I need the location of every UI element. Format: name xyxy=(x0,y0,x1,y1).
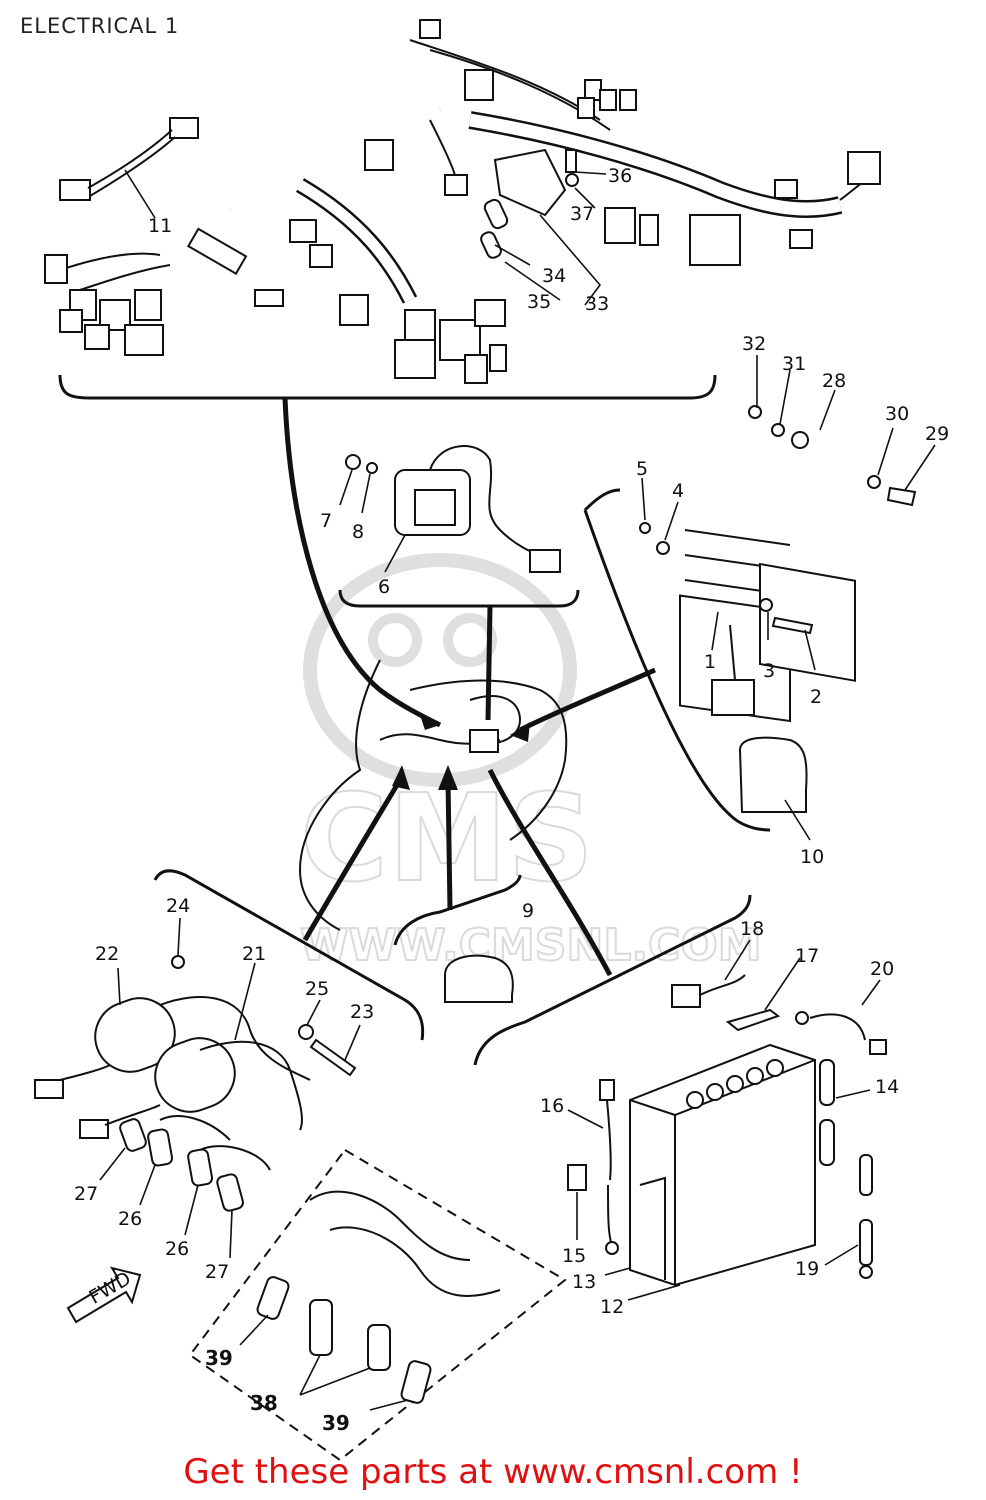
callout-19: 19 xyxy=(795,1258,819,1280)
callout-26b: 26 xyxy=(165,1238,189,1260)
callout-18: 18 xyxy=(740,918,764,940)
callout-28: 28 xyxy=(822,370,846,392)
relay-6-group xyxy=(338,445,580,608)
callout-1: 1 xyxy=(704,651,716,673)
callout-30: 30 xyxy=(885,403,909,425)
callout-7: 7 xyxy=(320,510,332,532)
callout-29: 29 xyxy=(925,423,949,445)
callout-31: 31 xyxy=(782,353,806,375)
ignition-group: FWD xyxy=(34,869,567,1462)
callout-27b: 27 xyxy=(205,1261,229,1283)
callout-9: 9 xyxy=(522,900,534,922)
callout-39a: 39 xyxy=(205,1346,233,1370)
callout-35: 35 xyxy=(527,291,551,313)
wire-harness-group xyxy=(44,19,881,400)
callout-26a: 26 xyxy=(118,1208,142,1230)
callout-20: 20 xyxy=(870,958,894,980)
callout-3: 3 xyxy=(763,660,775,682)
fwd-arrow: FWD xyxy=(66,1266,142,1324)
connection-arrows xyxy=(282,397,657,977)
callout-22: 22 xyxy=(95,943,119,965)
frame-silhouette xyxy=(298,659,568,931)
callout-4: 4 xyxy=(672,480,684,502)
callout-37: 37 xyxy=(570,203,594,225)
callout-17: 17 xyxy=(795,945,819,967)
callout-39b: 39 xyxy=(322,1411,350,1435)
callout-38: 38 xyxy=(250,1391,278,1415)
callout-24: 24 xyxy=(166,895,190,917)
callout-11: 11 xyxy=(148,215,172,237)
callout-36: 36 xyxy=(608,165,632,187)
callout-15: 15 xyxy=(562,1245,586,1267)
callout-21: 21 xyxy=(242,943,266,965)
regulator-group xyxy=(583,405,917,832)
callout-13: 13 xyxy=(572,1271,596,1293)
harness-connectors xyxy=(44,19,881,384)
callout-6: 6 xyxy=(378,576,390,598)
leader-lines xyxy=(99,169,936,1411)
callout-32: 32 xyxy=(742,333,766,355)
callout-33: 33 xyxy=(585,293,609,315)
callout-12: 12 xyxy=(600,1296,624,1318)
callout-34: 34 xyxy=(542,265,566,287)
callout-27a: 27 xyxy=(74,1183,98,1205)
callout-10: 10 xyxy=(800,846,824,868)
watermark-url: WWW.CMSNL.COM xyxy=(300,920,762,971)
callout-25: 25 xyxy=(305,978,329,1000)
battery-group xyxy=(473,894,887,1287)
relay-33 xyxy=(480,148,579,259)
page-title: ELECTRICAL 1 xyxy=(20,14,180,38)
cta-link[interactable]: Get these parts at www.cmsnl.com ! xyxy=(183,1452,803,1492)
callout-8: 8 xyxy=(352,521,364,543)
horn-9-group xyxy=(393,874,522,1003)
callout-2: 2 xyxy=(810,686,822,708)
callout-16: 16 xyxy=(540,1095,564,1117)
callout-14: 14 xyxy=(875,1076,899,1098)
callout-labels: 1 2 3 4 5 6 7 8 9 10 11 12 13 14 15 16 1… xyxy=(74,165,949,1435)
callout-23: 23 xyxy=(350,1001,374,1023)
callout-5: 5 xyxy=(636,458,648,480)
